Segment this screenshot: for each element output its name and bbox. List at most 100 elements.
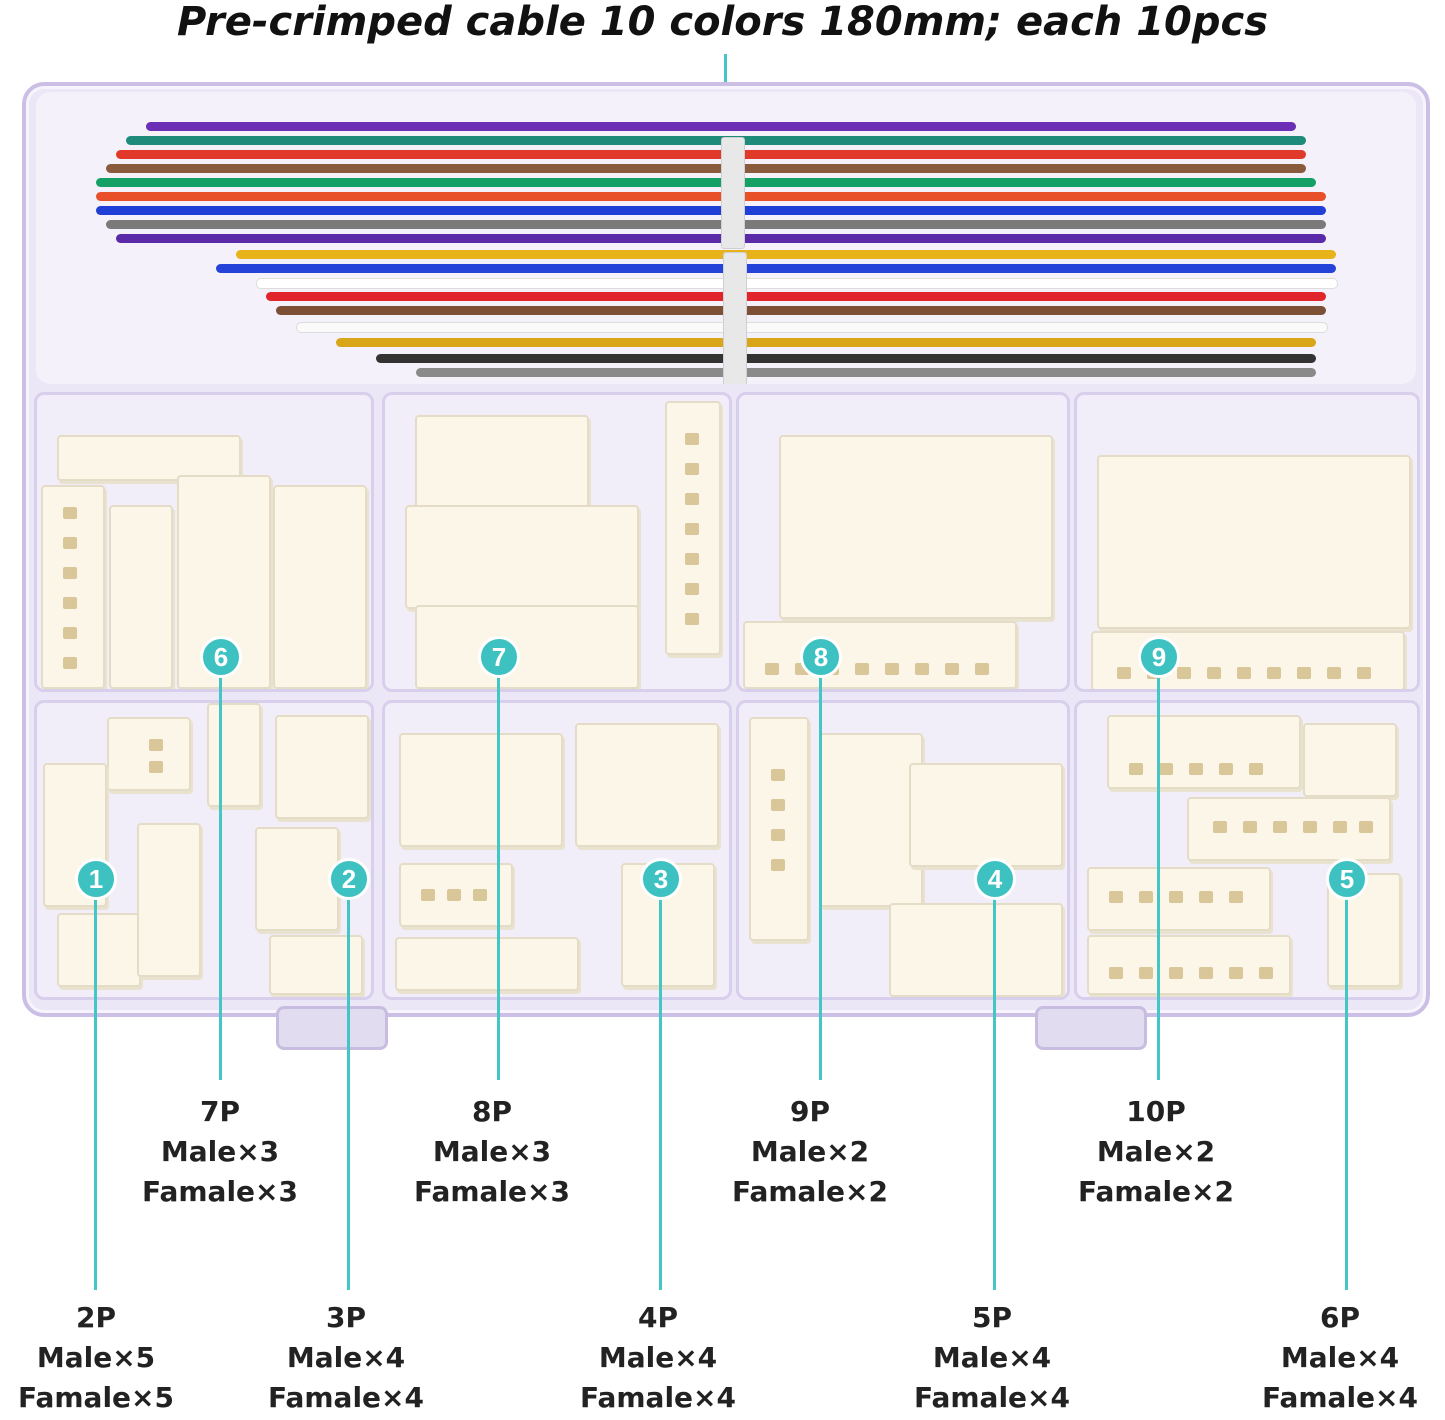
label-male: Male×2 [1096, 1135, 1216, 1168]
pointer-line-8 [819, 666, 822, 1080]
connector-piece [207, 703, 261, 807]
connector-piece [889, 903, 1063, 997]
wire-black [376, 354, 1316, 363]
label-male: Male×4 [1280, 1341, 1400, 1374]
wire-blue-2 [216, 264, 1336, 273]
label-female: Famale×4 [914, 1381, 1070, 1414]
label-female: Famale×4 [1262, 1381, 1418, 1414]
label-7p: 7P Male×3 Famale×3 [120, 1092, 320, 1212]
pointer-line-4 [993, 890, 996, 1290]
wire-red-2 [266, 292, 1326, 301]
pointer-line-3 [659, 890, 662, 1290]
compartment-2p-3p [34, 700, 374, 1000]
wire-purple [146, 122, 1296, 131]
compartment-6p [1074, 700, 1420, 1000]
pointer-line-2 [347, 890, 350, 1290]
wire-brown [106, 164, 1306, 173]
connector-piece [57, 435, 241, 481]
connector-piece [1097, 455, 1411, 629]
label-male: Male×2 [750, 1135, 870, 1168]
compartment-10p [1074, 392, 1420, 692]
connector-piece [743, 621, 1017, 689]
connector-piece [109, 505, 173, 689]
connector-piece [41, 485, 105, 689]
connector-piece [779, 435, 1053, 619]
wire-orange [96, 192, 1326, 201]
compartment-9p [736, 392, 1070, 692]
connector-piece [405, 505, 639, 609]
cable-tie-upper [721, 137, 745, 249]
label-size: 4P [637, 1301, 678, 1334]
label-2p: 2P Male×5 Famale×5 [0, 1298, 192, 1418]
connector-piece [395, 937, 579, 991]
wire-teal [126, 136, 1306, 145]
cable-tie-lower [723, 252, 747, 384]
wire-gray [106, 220, 1326, 229]
box-latch-right [1035, 1006, 1147, 1050]
pointer-line-1 [94, 890, 97, 1290]
label-female: Famale×2 [732, 1175, 888, 1208]
label-10p: 10P Male×2 Famale×2 [1056, 1092, 1256, 1212]
connector-piece [275, 715, 369, 819]
marker-3: 3 [640, 858, 682, 900]
marker-1: 1 [75, 858, 117, 900]
label-male: Male×5 [36, 1341, 156, 1374]
connector-piece [137, 823, 201, 977]
label-size: 3P [325, 1301, 366, 1334]
connector-piece [1087, 867, 1271, 931]
wire-white [256, 278, 1338, 289]
pointer-line-5 [1345, 890, 1348, 1290]
cable-compartment [36, 92, 1416, 384]
label-5p: 5P Male×4 Famale×4 [892, 1298, 1092, 1418]
wire-yellow-2 [336, 338, 1316, 347]
connector-piece [1187, 797, 1391, 861]
label-female: Famale×4 [580, 1381, 736, 1414]
wire-green [96, 178, 1316, 187]
product-title: Pre-crimped cable 10 colors 180mm; each … [176, 0, 1269, 45]
connector-piece [819, 733, 923, 907]
compartment-5p [736, 700, 1070, 1000]
marker-8: 8 [800, 636, 842, 678]
label-size: 7P [199, 1095, 240, 1128]
connector-piece [909, 763, 1063, 867]
label-female: Famale×2 [1078, 1175, 1234, 1208]
marker-6: 6 [200, 636, 242, 678]
label-male: Male×3 [160, 1135, 280, 1168]
label-male: Male×4 [598, 1341, 718, 1374]
connector-piece [415, 415, 589, 509]
label-female: Famale×4 [268, 1381, 424, 1414]
wire-yellow [236, 250, 1336, 259]
label-female: Famale×3 [414, 1175, 570, 1208]
pointer-line-6 [219, 666, 222, 1080]
label-size: 10P [1126, 1095, 1186, 1128]
connector-piece [177, 475, 271, 689]
connector-piece [1107, 715, 1301, 789]
marker-5: 5 [1326, 858, 1368, 900]
label-size: 6P [1319, 1301, 1360, 1334]
connector-piece [749, 717, 809, 941]
label-4p: 4P Male×4 Famale×4 [558, 1298, 758, 1418]
connector-piece [665, 401, 721, 655]
connector-piece [1303, 723, 1397, 797]
compartment-7p [34, 392, 374, 692]
wire-red [116, 150, 1306, 159]
pointer-line-7 [497, 666, 500, 1080]
wire-gray-2 [416, 368, 1316, 377]
connector-piece [273, 485, 367, 689]
compartment-4p [382, 700, 732, 1000]
label-male: Male×4 [932, 1341, 1052, 1374]
label-9p: 9P Male×2 Famale×2 [710, 1092, 910, 1212]
pointer-line-9 [1157, 666, 1160, 1080]
wire-white-2 [296, 322, 1328, 333]
label-8p: 8P Male×3 Famale×3 [392, 1092, 592, 1212]
connector-piece [575, 723, 719, 847]
marker-9: 9 [1138, 636, 1180, 678]
marker-2: 2 [328, 858, 370, 900]
label-size: 9P [789, 1095, 830, 1128]
compartment-8p [382, 392, 732, 692]
label-male: Male×4 [286, 1341, 406, 1374]
connector-piece [399, 863, 513, 927]
label-size: 8P [471, 1095, 512, 1128]
wire-blue [96, 206, 1326, 215]
label-female: Famale×3 [142, 1175, 298, 1208]
